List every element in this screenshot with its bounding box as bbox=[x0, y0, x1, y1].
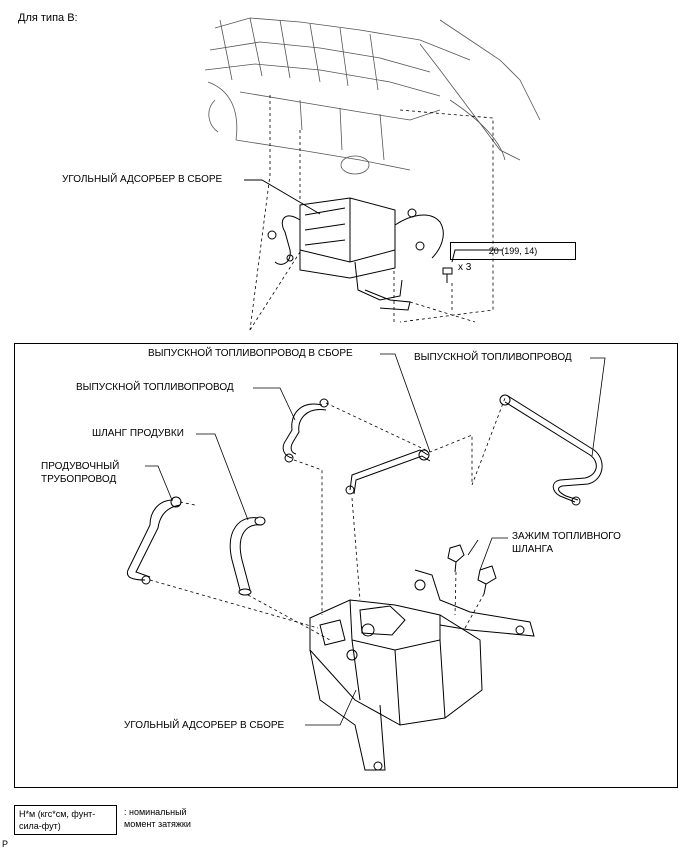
legend-desc-line1: : номинальный bbox=[124, 807, 187, 817]
corner-mark: P bbox=[2, 839, 9, 849]
clamp-label-line2: ШЛАНГА bbox=[512, 544, 554, 555]
purge-hose bbox=[229, 516, 266, 596]
legend-box-line1: Н*м (кгс*см, фунт- bbox=[19, 809, 96, 819]
clamp-label-line1: ЗАЖИМ ТОПЛИВНОГО bbox=[512, 531, 621, 542]
legend-box-line2: сила-фут) bbox=[19, 821, 61, 831]
canister-bottom bbox=[309, 569, 535, 771]
torque-value-box: 20 (199, 14) bbox=[450, 242, 576, 260]
exploded-view-frame bbox=[14, 343, 678, 788]
purge-pipe-label-line1: ПРОДУВОЧНЫЙ bbox=[41, 461, 120, 472]
canister-top-label: УГОЛЬНЫЙ АДСОРБЕР В СБОРЕ bbox=[62, 174, 223, 185]
canister-bottom-label: УГОЛЬНЫЙ АДСОРБЕР В СБОРЕ bbox=[124, 720, 285, 731]
purge-hose-label: ШЛАНГ ПРОДУВКИ bbox=[92, 428, 184, 439]
outlet-fuel-line-center bbox=[282, 398, 329, 463]
outlet-fuel-line-assy bbox=[345, 449, 431, 495]
outlet-line-left-label: ВЫПУСКНОЙ ТОПЛИВОПРОВОД bbox=[76, 382, 234, 393]
legend-box: Н*м (кгс*см, фунт- сила-фут) bbox=[14, 805, 117, 835]
legend-desc-line2: момент затяжки bbox=[124, 819, 191, 829]
diagram-title: Для типа B: bbox=[18, 12, 78, 24]
canister-top bbox=[267, 197, 453, 311]
fuel-hose-clamps bbox=[447, 544, 497, 595]
legend-description: : номинальный момент затяжки bbox=[124, 806, 191, 830]
bolt-quantity-label: x 3 bbox=[458, 262, 472, 273]
outlet-fuel-line-right bbox=[499, 394, 603, 506]
outlet-line-assy-label: ВЫПУСКНОЙ ТОПЛИВОПРОВОД В СБОРЕ bbox=[148, 348, 353, 359]
outlet-line-right-label: ВЫПУСКНОЙ ТОПЛИВОПРОВОД bbox=[414, 352, 572, 363]
vehicle-underbody bbox=[204, 17, 541, 175]
purge-pipe-label-line2: ТРУБОПРОВОД bbox=[41, 474, 117, 485]
